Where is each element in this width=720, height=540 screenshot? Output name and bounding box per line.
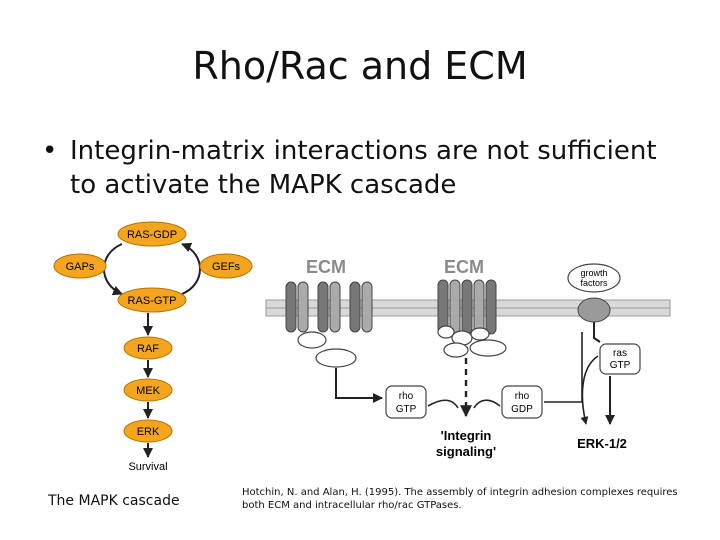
growth-factor-receptor xyxy=(577,297,611,323)
rho-gdp-node: rho GDP xyxy=(501,385,543,419)
ras-gdp-label: RAS-GDP xyxy=(127,229,177,241)
gap-curve-arrow xyxy=(103,243,123,296)
mek-node: MEK xyxy=(123,378,173,402)
rho-cycle-arrow xyxy=(427,399,459,409)
integrin-cluster-right xyxy=(437,279,497,335)
rho-gtp-node: rho GTP xyxy=(385,385,427,419)
gefs-label: GEFs xyxy=(212,261,241,273)
arrow-receptor-to-erk xyxy=(593,322,610,424)
rho-gtp-line2: GTP xyxy=(396,404,417,415)
gef-curve-arrow xyxy=(181,242,201,295)
growth-factors-line2: factors xyxy=(580,278,608,288)
erk-1-2-label: ERK-1/2 xyxy=(577,436,627,451)
integrin-signaling-line1: 'Integrin xyxy=(441,428,492,443)
ras-gdp-node: RAS-GDP xyxy=(117,221,187,247)
ras-gtp-node: RAS-GTP xyxy=(117,287,187,313)
integrin-signaling-label: 'Integrin signaling' xyxy=(436,428,496,459)
rho-gdp-line1: rho xyxy=(515,391,530,402)
mapk-cascade-caption: The MAPK cascade xyxy=(48,493,180,509)
mek-label: MEK xyxy=(136,385,161,397)
erk-node: ERK xyxy=(123,419,173,443)
arrow-ras-to-erk-left xyxy=(580,355,599,425)
ras-gtp-label: RAS-GTP xyxy=(128,295,177,307)
ras-gtp-line1: ras xyxy=(613,348,627,359)
gefs-node: GEFs xyxy=(199,253,253,279)
bullet-text: Integrin-matrix interactions are not suf… xyxy=(70,136,657,200)
survival-label: Survival xyxy=(128,461,167,473)
citation-caption: Hotchin, N. and Alan, H. (1995). The ass… xyxy=(242,487,678,511)
erk-label: ERK xyxy=(137,426,160,438)
adhesion-complex-left xyxy=(297,331,357,368)
gaps-label: GAPs xyxy=(66,261,95,273)
integrin-cluster-left xyxy=(285,281,373,333)
rho-gtp-line1: rho xyxy=(399,391,414,402)
integrin-signaling-line2: signaling' xyxy=(436,444,496,459)
bullet-marker: • xyxy=(42,136,58,166)
rho-cycle-arrow-2 xyxy=(473,399,501,409)
raf-label: RAF xyxy=(137,343,159,355)
ecm-left-label: ECM xyxy=(306,257,346,277)
ecm-right-label: ECM xyxy=(444,257,484,277)
ras-gtp-line2: GTP xyxy=(610,360,631,371)
arrow-adhesion-to-rho-gtp xyxy=(335,368,383,403)
growth-factors-node: growth factors xyxy=(567,263,621,293)
mapk-cascade-diagram: RAS-GDP GAPs GEFs RAS-GTP RAF MEK ERK Su… xyxy=(53,221,253,473)
gaps-node: GAPs xyxy=(53,253,107,279)
rho-gdp-line2: GDP xyxy=(511,404,533,415)
slide-title: Rho/Rac and ECM xyxy=(192,44,528,88)
growth-factors-line1: growth xyxy=(580,268,607,278)
raf-node: RAF xyxy=(123,336,173,360)
adhesion-complex-right xyxy=(437,325,507,358)
integrin-rho-diagram: ECM ECM growth factors xyxy=(265,257,671,459)
arrow-rho-gdp-return xyxy=(544,332,583,403)
ras-gtp-node: ras GTP xyxy=(599,343,641,375)
